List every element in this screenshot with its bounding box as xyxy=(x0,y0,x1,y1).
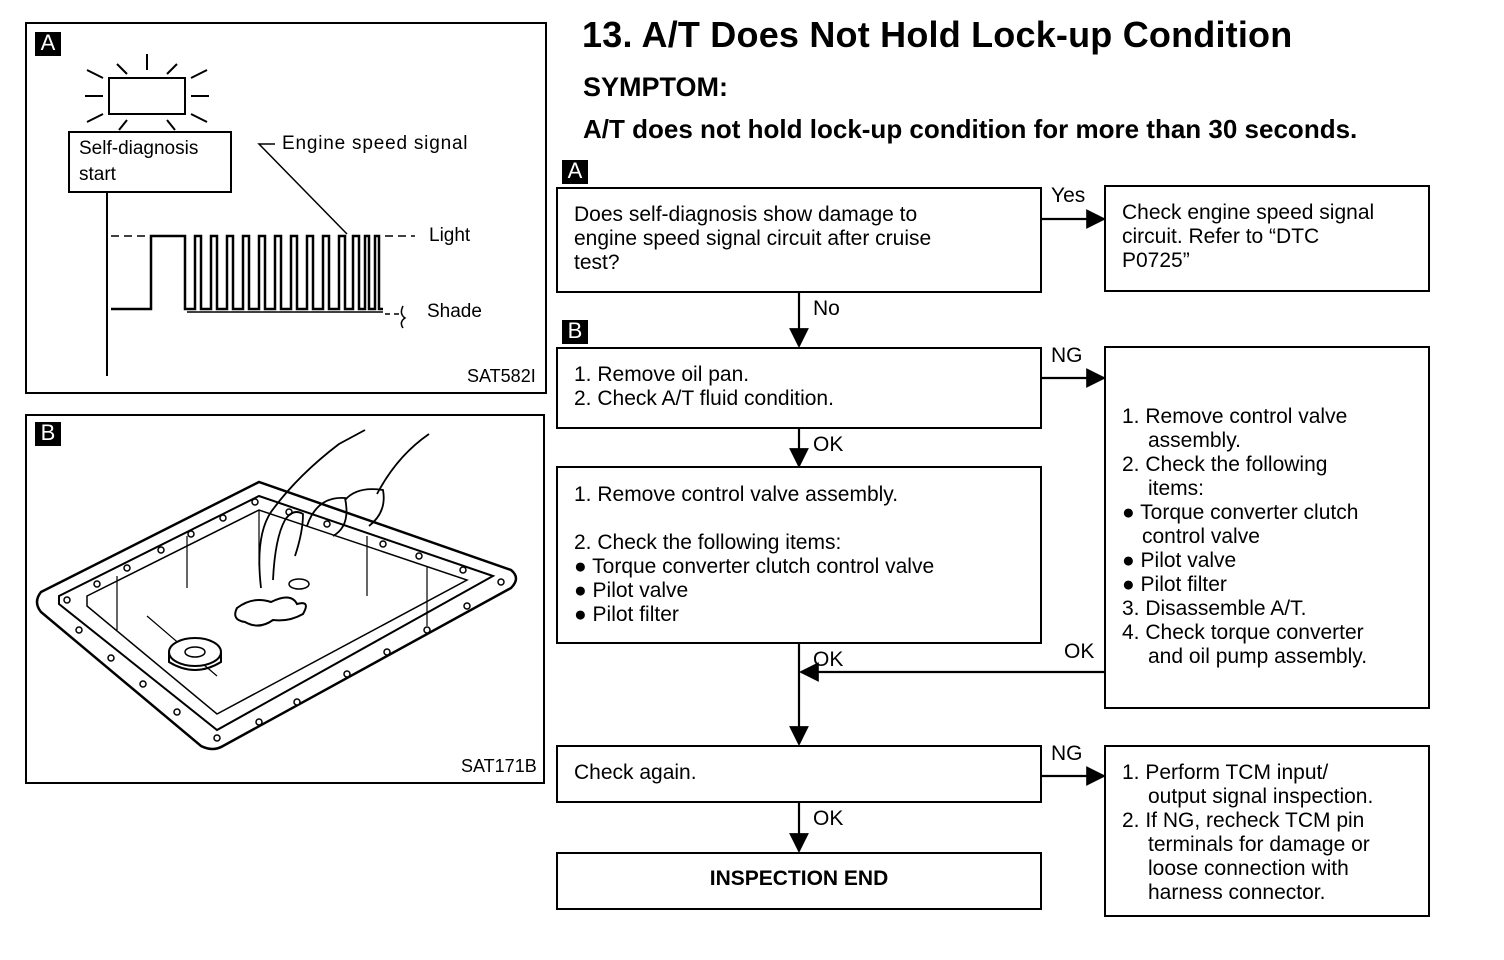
bullet-item-cont: control valve xyxy=(1142,525,1260,548)
ng-step-1: 1. Remove control valve xyxy=(1122,405,1348,428)
no-label: No xyxy=(813,297,840,320)
oil-pan-step-line: 1. Remove oil pan. xyxy=(574,363,750,386)
ng-step-4: 4. Check torque converter xyxy=(1122,621,1364,644)
tcm-step-2-cont: terminals for damage or xyxy=(1148,833,1370,856)
bullet-item: ● Pilot valve xyxy=(1122,549,1237,572)
ng-detail-box: 1. Remove control valve assembly. 2. Che… xyxy=(1104,346,1430,709)
figure-a-panel: A Self-diagnosi xyxy=(25,22,547,394)
ng-step-3: 3. Disassemble A/T. xyxy=(1122,597,1307,620)
tcm-step-2: 2. If NG, recheck TCM pin xyxy=(1122,809,1365,832)
yes-label: Yes xyxy=(1051,184,1086,207)
ng-step-1-cont: assembly. xyxy=(1148,429,1241,452)
ng-step-2-cont: items: xyxy=(1148,477,1205,500)
question-line: test? xyxy=(574,251,620,274)
ok-label-4: OK xyxy=(813,807,844,830)
self-diagnosis-label-box xyxy=(68,131,232,193)
control-valve-check-box: 1. Remove control valve assembly. 2. Che… xyxy=(556,466,1042,644)
flow-tag-b: B xyxy=(562,320,588,344)
control-valve-step-1: 1. Remove control valve assembly. xyxy=(574,483,899,506)
oil-pan-illustration xyxy=(35,429,518,751)
self-diagnosis-waveform-diagram xyxy=(68,54,415,376)
question-line: Does self-diagnosis show damage to xyxy=(574,203,918,226)
symptom-heading: SYMPTOM: xyxy=(583,72,729,102)
remove-oil-pan-box: 1. Remove oil pan. 2. Check A/T fluid co… xyxy=(556,347,1042,429)
ng-label-1: NG xyxy=(1051,344,1083,367)
self-diagnosis-label-line1: Self-diagnosis xyxy=(79,138,199,159)
self-diagnosis-label: Self-diagnosis start xyxy=(79,136,198,188)
bullet-item: ● Torque converter clutch control valve xyxy=(574,555,935,578)
control-valve-step-2: 2. Check the following items: xyxy=(574,531,842,554)
light-label: Light xyxy=(429,225,471,246)
question-box-a: Does self-diagnosis show damage to engin… xyxy=(556,187,1042,293)
ng-step-2: 2. Check the following xyxy=(1122,453,1328,476)
bullet-item: ● Pilot valve xyxy=(574,579,689,602)
inspection-end-box: INSPECTION END xyxy=(556,852,1042,910)
engine-speed-check-box: Check engine speed signal circuit. Refer… xyxy=(1104,185,1430,292)
ok-label-1: OK xyxy=(813,433,844,456)
flow-tag-a: A xyxy=(562,160,588,184)
inspection-end-label: INSPECTION END xyxy=(709,867,889,890)
hand xyxy=(258,429,430,589)
ng-label-2: NG xyxy=(1051,742,1083,765)
engine-speed-check-line: P0725” xyxy=(1122,249,1190,272)
figure-b-panel: B SAT171B xyxy=(25,414,545,784)
tcm-step-2-cont: loose connection with xyxy=(1148,857,1349,880)
ok-label-3: OK xyxy=(1064,640,1095,663)
figure-a-tag: A xyxy=(35,32,61,56)
lamp-rays xyxy=(85,54,209,131)
bullet-item: ● Pilot filter xyxy=(1122,573,1227,596)
page-title: 13. A/T Does Not Hold Lock-up Condition xyxy=(582,14,1293,55)
shade-label: Shade xyxy=(427,301,482,322)
ok-label-2: OK xyxy=(813,648,844,671)
figure-b-code: SAT171B xyxy=(461,756,537,776)
bullet-item: ● Pilot filter xyxy=(574,603,679,626)
ng-step-4-cont: and oil pump assembly. xyxy=(1148,645,1368,668)
check-again-text: Check again. xyxy=(574,761,697,784)
check-again-box: Check again. xyxy=(556,745,1042,803)
tcm-step-1: 1. Perform TCM input/ xyxy=(1122,761,1329,784)
figure-b-tag: B xyxy=(35,422,61,446)
indicator-lamp xyxy=(108,77,186,115)
tcm-step-2-cont: harness connector. xyxy=(1148,881,1326,904)
engine-speed-signal-label: Engine speed signal xyxy=(282,133,469,154)
self-diagnosis-label-line2: start xyxy=(79,164,116,185)
engine-speed-check-line: Check engine speed signal xyxy=(1122,201,1375,224)
tcm-inspection-box: 1. Perform TCM input/ output signal insp… xyxy=(1104,745,1430,917)
engine-speed-leader xyxy=(257,143,348,235)
engine-speed-waveform xyxy=(111,234,383,311)
question-line: engine speed signal circuit after cruise xyxy=(574,227,932,250)
symptom-text: A/T does not hold lock-up condition for … xyxy=(583,114,1358,144)
bullet-item: ● Torque converter clutch xyxy=(1122,501,1359,524)
tcm-step-1-cont: output signal inspection. xyxy=(1148,785,1374,808)
engine-speed-check-line: circuit. Refer to “DTC xyxy=(1122,225,1320,248)
figure-a-code: SAT582I xyxy=(467,366,536,386)
oil-pan-step-line: 2. Check A/T fluid condition. xyxy=(574,387,834,410)
fluid-puddle xyxy=(234,596,307,627)
